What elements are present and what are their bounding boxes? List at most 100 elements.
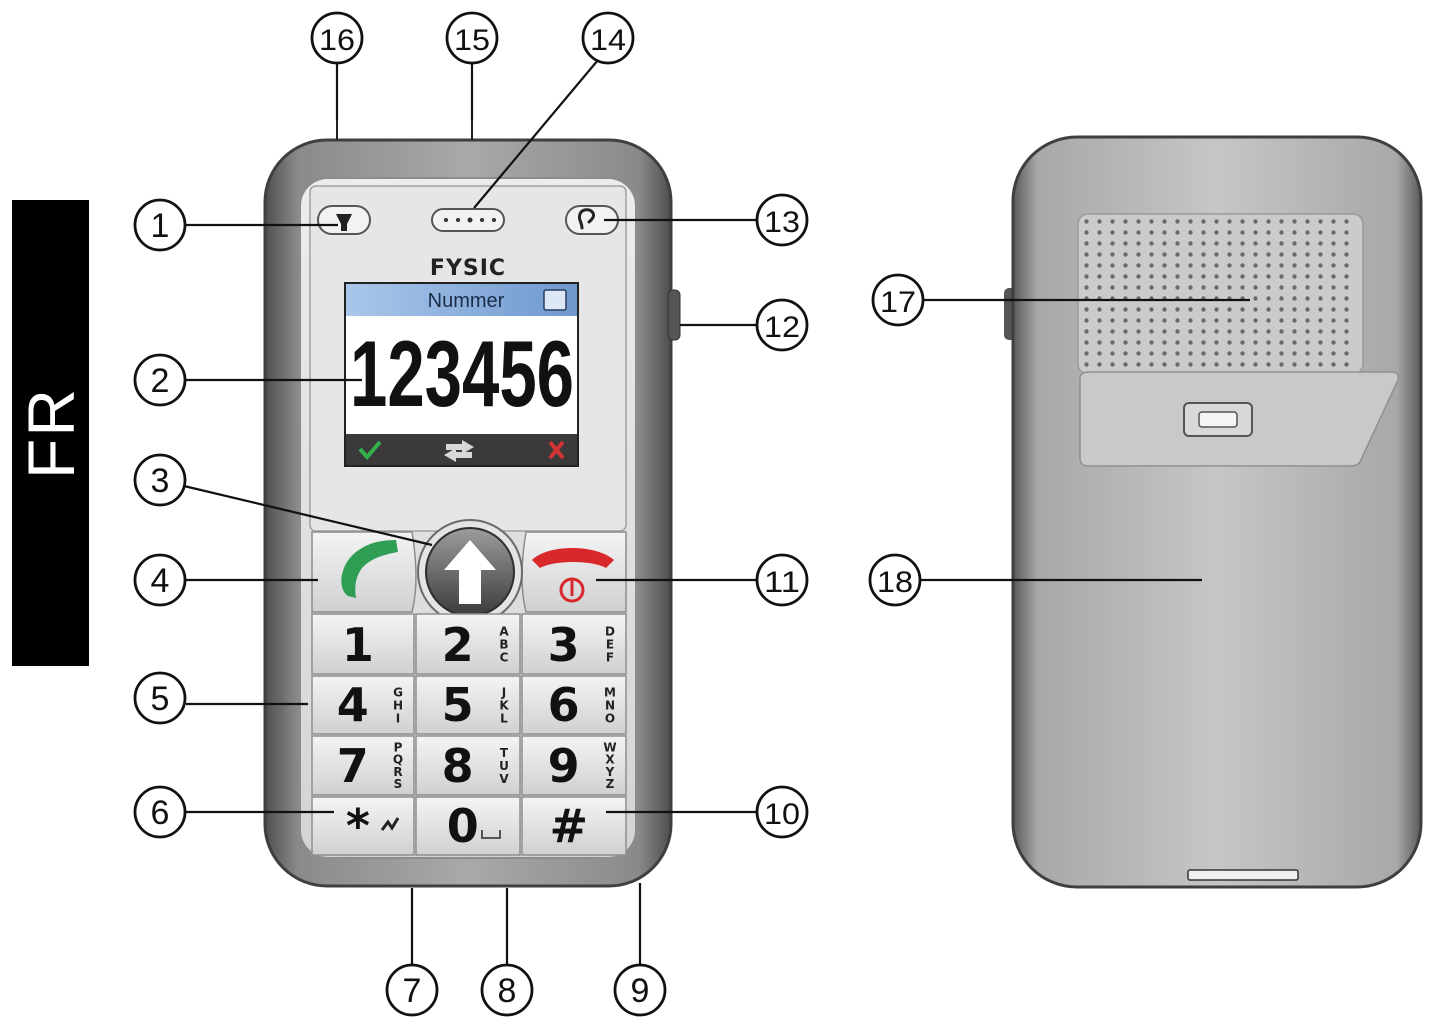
key-0[interactable]: 0 xyxy=(415,796,521,856)
key-digit: # xyxy=(550,799,589,853)
callout-circle xyxy=(613,963,667,1017)
key-letter: A xyxy=(499,625,509,639)
key-star[interactable]: * xyxy=(311,796,415,856)
callout-circle xyxy=(133,671,187,725)
callout-2: 2 xyxy=(133,353,362,407)
callout-18: 18 xyxy=(868,553,1202,607)
cross-icon xyxy=(548,440,565,460)
callout-number: 6 xyxy=(151,794,170,832)
call-handset-icon xyxy=(341,540,398,598)
key-letter: K xyxy=(499,699,509,713)
key-cap xyxy=(521,613,627,675)
key-digit: 2 xyxy=(442,618,474,672)
side-key[interactable] xyxy=(667,289,681,341)
callout-number: 8 xyxy=(498,972,517,1010)
callout-circle xyxy=(133,453,187,507)
callout-circle xyxy=(445,11,499,65)
callout-9: 9 xyxy=(613,883,667,1017)
check-icon xyxy=(358,440,382,461)
callout-number: 1 xyxy=(151,207,170,245)
key-cap xyxy=(311,613,415,675)
callout-11: 11 xyxy=(596,553,809,607)
key-letter: P xyxy=(394,740,403,754)
keylock-icon xyxy=(380,817,400,831)
key-cap xyxy=(311,735,415,796)
key-letter: U xyxy=(499,759,509,773)
key-2[interactable]: 2 ABC xyxy=(415,613,521,675)
callout-number: 5 xyxy=(151,680,170,718)
callout-13: 13 xyxy=(604,193,809,247)
key-cap xyxy=(415,675,521,735)
callout-circle xyxy=(755,298,809,352)
callout-number: 3 xyxy=(151,462,170,500)
switch-icon xyxy=(444,440,474,462)
key-letter: H xyxy=(393,699,403,713)
callout-number: 17 xyxy=(880,286,916,319)
callout-1: 1 xyxy=(133,198,338,252)
key-cap xyxy=(311,675,415,735)
callout-12: 12 xyxy=(680,298,809,352)
callout-number: 15 xyxy=(454,24,490,57)
key-letter: D xyxy=(605,625,615,639)
callout-8: 8 xyxy=(480,888,534,1017)
language-tab: FR xyxy=(12,200,89,666)
callout-circle xyxy=(133,198,187,252)
key-cap xyxy=(521,675,627,735)
brand-logo: FYSIC xyxy=(430,256,506,281)
key-letter: Q xyxy=(393,753,403,767)
charging-contacts xyxy=(1187,869,1299,881)
display-header xyxy=(346,284,577,316)
key-letter: S xyxy=(394,777,403,791)
key-letter: V xyxy=(499,772,509,786)
callout-circle xyxy=(133,553,187,607)
callout-number: 13 xyxy=(764,206,800,239)
key-hash[interactable]: # xyxy=(521,796,627,856)
key-cap xyxy=(415,735,521,796)
earpiece-holes xyxy=(444,217,496,223)
display-number: 123456 xyxy=(350,321,574,426)
key-letter: C xyxy=(500,651,509,665)
key-digit: * xyxy=(346,799,370,853)
callout-number: 4 xyxy=(151,562,170,600)
callout-circle xyxy=(133,785,187,839)
callout-circle xyxy=(755,553,809,607)
key-letter: E xyxy=(606,638,614,652)
key-digit: 7 xyxy=(337,739,369,793)
ear-icon xyxy=(577,208,595,230)
key-digit: 8 xyxy=(442,739,474,793)
torch-icon xyxy=(336,214,352,231)
key-letter: R xyxy=(393,765,402,779)
callout-number: 9 xyxy=(631,972,650,1010)
callout-6: 6 xyxy=(133,785,334,839)
callout-number: 18 xyxy=(877,566,913,599)
key-digit: 3 xyxy=(548,618,580,672)
callout-number: 10 xyxy=(764,798,800,831)
phone-back xyxy=(1004,135,1423,889)
callout-circle xyxy=(755,193,809,247)
callout-circle xyxy=(133,353,187,407)
key-letter: B xyxy=(499,638,508,652)
callout-10: 10 xyxy=(606,785,809,839)
key-letter: O xyxy=(605,712,615,726)
key-cap xyxy=(415,796,521,856)
callout-circle xyxy=(868,553,922,607)
callout-3: 3 xyxy=(133,453,433,547)
sim-card-icon xyxy=(543,289,567,311)
power-icon xyxy=(559,577,585,603)
call-key[interactable] xyxy=(311,531,417,613)
key-1[interactable]: 1 xyxy=(311,613,415,675)
callout-16: 16 xyxy=(310,11,364,120)
callout-number: 11 xyxy=(764,566,800,599)
key-letter: Y xyxy=(605,765,615,779)
key-letter: N xyxy=(605,699,615,713)
key-letter: Z xyxy=(606,777,615,791)
